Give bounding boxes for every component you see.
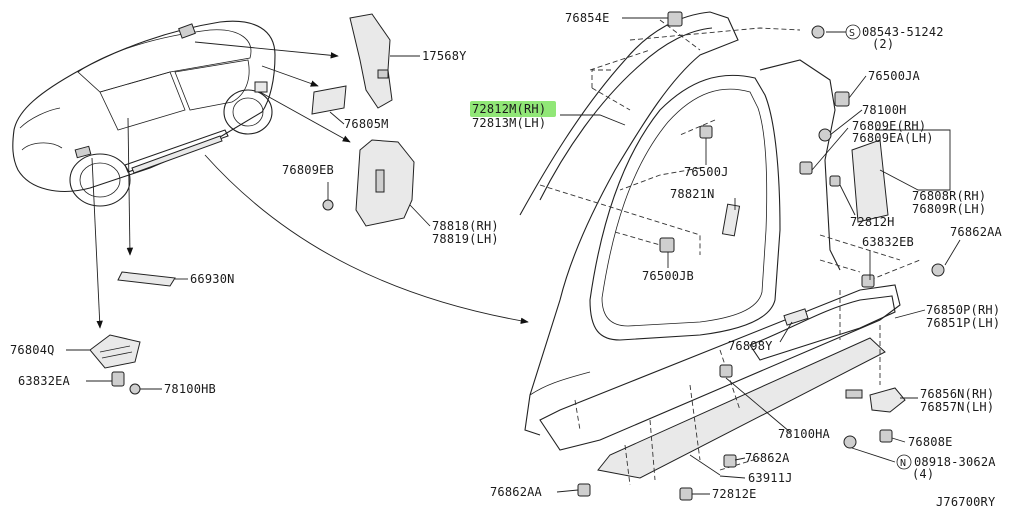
label-08918-qty: (4) <box>912 467 934 481</box>
label-78818: 78818(RH) <box>432 219 499 233</box>
label-76850P: 76850P(RH) <box>926 303 1000 317</box>
part-78821N <box>721 203 741 237</box>
part-63832EA-clip <box>111 371 125 387</box>
label-66930N: 66930N <box>190 272 235 286</box>
label-76854E: 76854E <box>565 11 610 25</box>
fasteners <box>577 11 945 501</box>
label-08543-qty: (2) <box>872 37 894 51</box>
part-76898Y <box>783 308 809 326</box>
label-76500JB: 76500JB <box>642 269 694 283</box>
circled-symbols: S N <box>845 24 912 470</box>
phantom-lines <box>539 19 921 486</box>
label-76856N: 76856N(RH) <box>920 387 994 401</box>
leader-lines <box>66 17 961 495</box>
part-76856N <box>845 387 906 413</box>
label-72812M: 72812M(RH) <box>472 102 546 116</box>
label-76809EA: 76809EA(LH) <box>852 131 934 145</box>
label-08918: 08918-3062A <box>914 455 996 469</box>
part-76808R <box>851 139 889 223</box>
drawing-id: J76700RY <box>936 495 996 509</box>
label-76862A: 76862A <box>745 451 790 465</box>
label-76808E: 76808E <box>908 435 953 449</box>
label-76805M: 76805M <box>344 117 389 131</box>
bracket-lines <box>875 129 951 399</box>
label-76862AA-right: 76862AA <box>950 225 1003 239</box>
label-76809E: 76809E(RH) <box>852 119 926 133</box>
label-76804Q: 76804Q <box>10 343 55 357</box>
label-08543: 08543-51242 <box>862 25 944 39</box>
part-76805M <box>311 85 347 125</box>
label-76809R: 76809R(LH) <box>912 202 986 216</box>
part-78100HB-clip <box>129 383 141 395</box>
part-76804Q <box>89 334 141 369</box>
car-illustration <box>12 20 276 207</box>
label-63911J: 63911J <box>748 471 793 485</box>
label-76808R: 76808R(RH) <box>912 189 986 203</box>
label-63832EB: 63832EB <box>862 235 914 249</box>
label-72812E: 72812E <box>712 487 757 501</box>
body-side-panel <box>519 11 901 479</box>
label-76809EB: 76809EB <box>282 163 334 177</box>
part-76809EB-screw <box>322 182 334 211</box>
part-17568Y <box>349 13 420 109</box>
label-76500J: 76500J <box>684 165 729 179</box>
label-76898Y: 76898Y <box>728 339 773 353</box>
label-72813M: 72813M(LH) <box>472 116 546 130</box>
svg-text:N: N <box>900 458 906 469</box>
label-78100HA: 78100HA <box>778 427 831 441</box>
part-labels: 76854E 08543-51242 (2) 17568Y 76805M 728… <box>10 11 1003 509</box>
label-63832EA: 63832EA <box>18 374 71 388</box>
label-76857N: 76857N(LH) <box>920 400 994 414</box>
part-78818 <box>355 139 431 227</box>
label-78821N: 78821N <box>670 187 715 201</box>
label-76500JA: 76500JA <box>868 69 921 83</box>
label-78100HB: 78100HB <box>164 382 216 396</box>
callout-arrows <box>91 41 529 329</box>
label-72812H: 72812H <box>850 215 895 229</box>
svg-text:S: S <box>849 28 855 39</box>
highlight-72812M <box>470 101 556 117</box>
label-76851P: 76851P(LH) <box>926 316 1000 330</box>
label-17568Y: 17568Y <box>422 49 467 63</box>
label-78100H: 78100H <box>862 103 907 117</box>
label-78819: 78819(LH) <box>432 232 499 246</box>
label-76862AA-bottom: 76862AA <box>490 485 543 499</box>
part-66930N <box>117 271 176 287</box>
